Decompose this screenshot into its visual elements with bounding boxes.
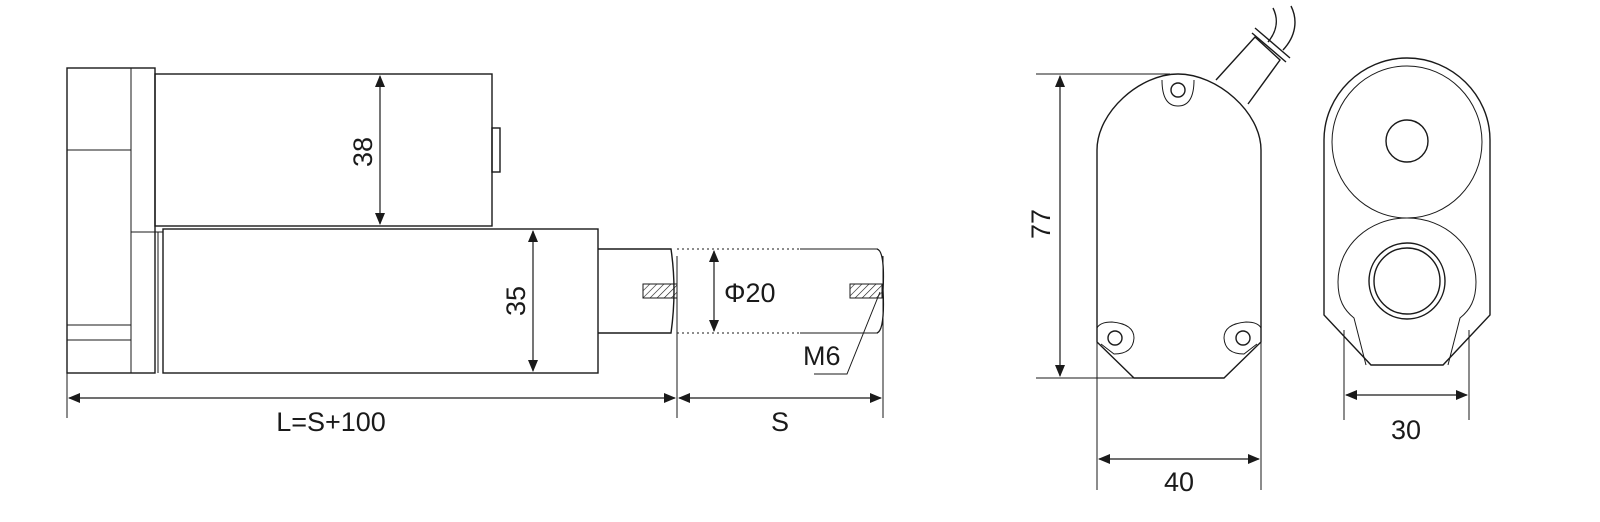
motor-dia-label: 38: [348, 137, 378, 167]
tube-dia-label: 35: [501, 286, 531, 316]
rod-dia-label: Φ20: [724, 278, 776, 308]
end-body-outline: [1323, 57, 1491, 366]
outer-tube: [162, 228, 599, 374]
rod-outer-circle: [1368, 242, 1446, 320]
cable: [1267, 5, 1296, 51]
width-label: 40: [1164, 467, 1194, 497]
stroke-label: S: [771, 407, 789, 437]
top-mount-hole: [1170, 82, 1186, 98]
thread-label: M6: [803, 341, 841, 371]
motor-body: [154, 73, 493, 227]
bottom-right-mount-hole: [1235, 330, 1251, 346]
motor-shaft-circle: [1385, 119, 1429, 163]
length-label: L=S+100: [276, 407, 386, 437]
depth-label: 30: [1391, 415, 1421, 445]
thread-hole-retracted: [642, 283, 678, 299]
motor-end-cap: [491, 127, 501, 173]
gearbox-housing: [66, 67, 156, 374]
end-view: 30: [1323, 57, 1491, 445]
bottom-left-mount-hole: [1107, 330, 1123, 346]
front-body-outline: [1096, 73, 1262, 379]
side-view: 38 35 Φ20 M6 L=S+100 S: [66, 67, 885, 437]
tube-outline: [1337, 217, 1477, 366]
cable-gland: [1215, 36, 1281, 105]
thread-hole-extended: [849, 283, 883, 299]
height-label: 77: [1026, 209, 1056, 239]
rod-inner-circle: [1373, 247, 1441, 315]
front-view: 77 40: [1026, 5, 1296, 497]
motor-outline: [1331, 65, 1483, 219]
thread-leader: [814, 291, 881, 375]
